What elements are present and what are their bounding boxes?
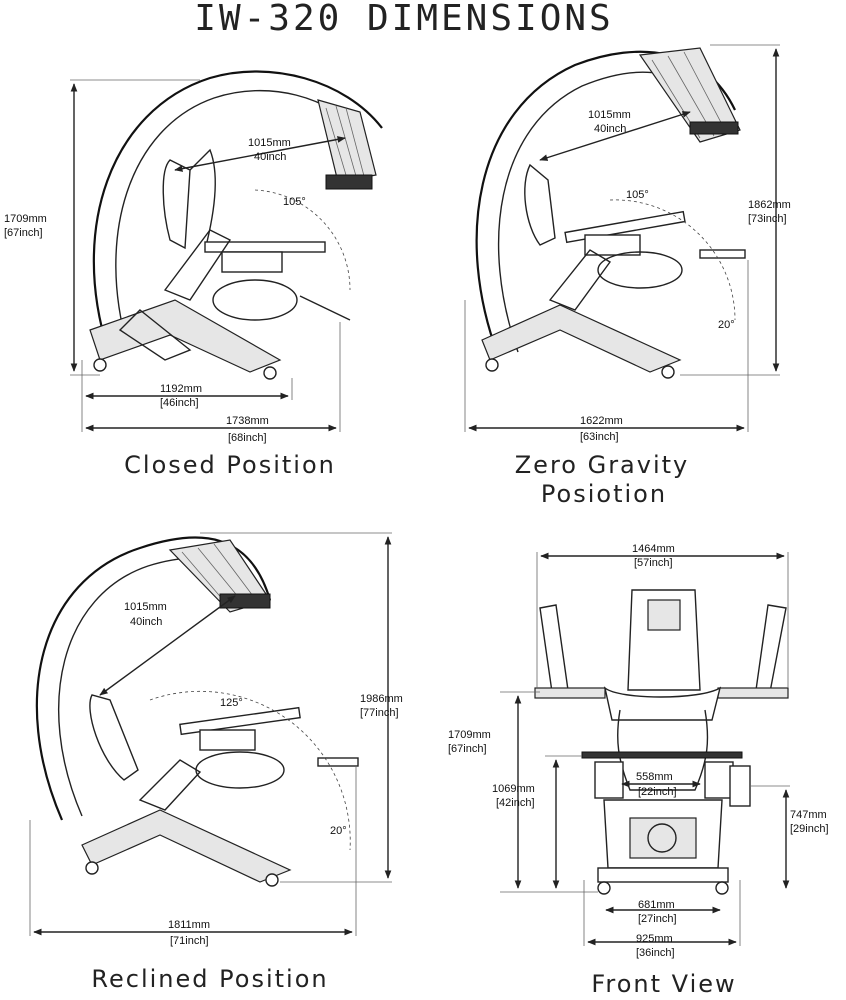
rec-height-mm: 1986mm [360, 693, 403, 705]
front-base-outer-mm: 925mm [636, 933, 673, 945]
zero-gravity-drawing [464, 44, 780, 432]
closed-reach-mm: 1015mm [248, 137, 291, 149]
front-desk-height-inch: [42inch] [496, 797, 535, 809]
closed-reach-inch: 40inch [254, 151, 286, 163]
rec-length-mm: 1811mm [168, 919, 210, 931]
page-title: IW-320 DIMENSIONS [194, 0, 613, 39]
front-arm-height-inch: [29inch] [790, 823, 829, 835]
front-view-caption: Front View [591, 970, 736, 998]
zg-reach-mm: 1015mm [588, 109, 631, 121]
zg-tilt: 20° [718, 319, 735, 331]
closed-height-inch: [67inch] [4, 227, 43, 239]
closed-position-caption: Closed Position [124, 451, 336, 479]
front-height-inch: [67inch] [448, 743, 487, 755]
rec-reach-inch: 40inch [130, 616, 162, 628]
reclined-position-caption: Reclined Position [91, 965, 328, 993]
reclined-position-drawing [29, 532, 392, 936]
front-seat-width-inch: [22inch] [638, 786, 677, 798]
zg-length-mm: 1622mm [580, 415, 623, 427]
zero-gravity-caption-2: Posiotion [541, 480, 667, 508]
closed-base-inch: [46inch] [160, 397, 199, 409]
closed-base-mm: 1192mm [160, 383, 202, 395]
rec-reach-mm: 1015mm [124, 601, 167, 613]
zg-length-inch: [63inch] [580, 431, 619, 443]
front-arm-height-mm: 747mm [790, 809, 827, 821]
closed-length-mm: 1738mm [226, 415, 269, 427]
zg-angle: 105° [626, 189, 649, 201]
front-width-mm: 1464mm [632, 543, 675, 555]
front-view-drawing [500, 552, 790, 946]
zg-reach-inch: 40inch [594, 123, 626, 135]
front-base-outer-inch: [36inch] [636, 947, 675, 959]
rec-length-inch: [71inch] [170, 935, 209, 947]
rec-tilt: 20° [330, 825, 347, 837]
closed-position-drawing [70, 70, 383, 432]
zg-height-inch: [73inch] [748, 213, 787, 225]
rec-height-inch: [77inch] [360, 707, 399, 719]
front-base-inner-inch: [27inch] [638, 913, 677, 925]
closed-length-inch: [68inch] [228, 432, 267, 444]
zero-gravity-caption-1: Zero Gravity [515, 451, 690, 479]
monitor-mount [325, 174, 373, 190]
front-desk [581, 751, 743, 759]
closed-angle: 105° [283, 196, 306, 208]
front-seat-width-mm: 558mm [636, 771, 673, 783]
closed-height-mm: 1709mm [4, 213, 47, 225]
front-width-inch: [57inch] [634, 557, 673, 569]
front-desk-height-mm: 1069mm [492, 783, 535, 795]
rec-angle: 125° [220, 697, 243, 709]
front-base-inner-mm: 681mm [638, 899, 675, 911]
zg-height-mm: 1862mm [748, 199, 791, 211]
zg-monitor-mount [689, 121, 739, 135]
front-height-mm: 1709mm [448, 729, 491, 741]
